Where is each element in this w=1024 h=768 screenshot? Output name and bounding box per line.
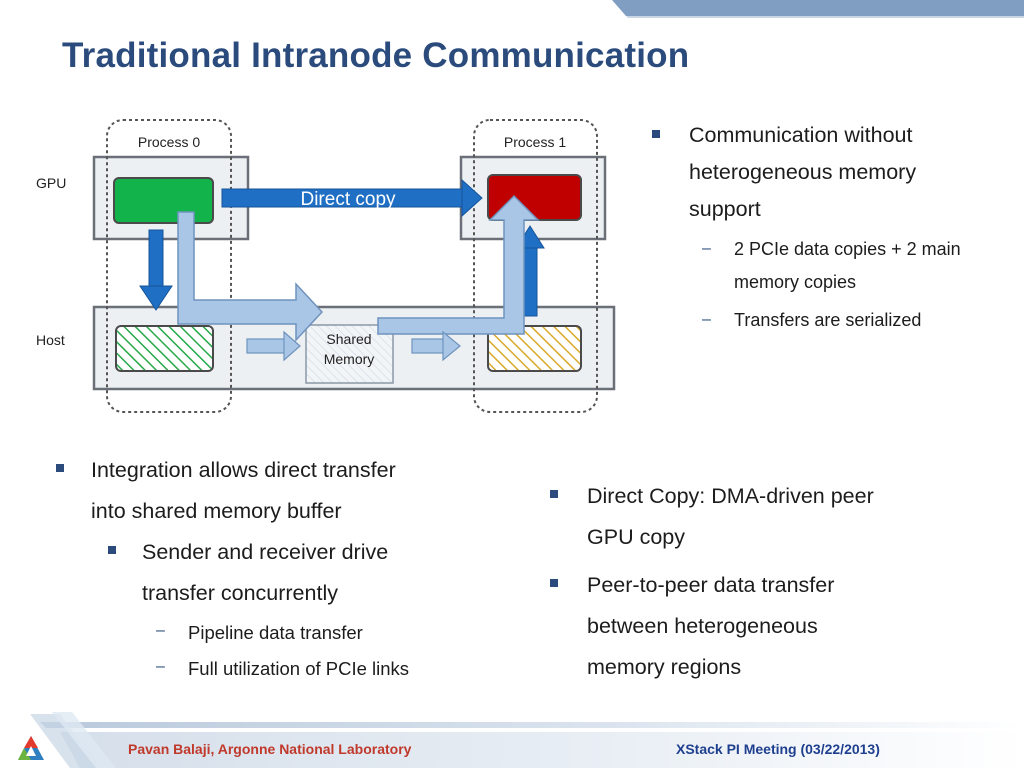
left-sub-bullet: transfer concurrently	[142, 581, 338, 605]
bullet-marker	[56, 464, 64, 472]
host-buffer-green	[115, 325, 214, 372]
dash-marker: –	[156, 658, 165, 675]
process-1-outline	[473, 119, 598, 413]
dash-marker: –	[702, 311, 711, 328]
host-arrow-left	[246, 330, 301, 362]
process-0-outline	[106, 119, 232, 413]
gpu-to-shared-arrow	[177, 211, 324, 342]
dash-marker: –	[156, 622, 165, 639]
footer-band	[30, 712, 1024, 768]
bullet-marker	[550, 579, 558, 587]
direct-copy-arrow	[221, 178, 483, 218]
right-bottom-bullet-line: GPU copy	[587, 525, 685, 549]
gpu-label: GPU	[36, 175, 66, 191]
host-arrow-right	[411, 330, 461, 362]
right-bullet-line: support	[689, 197, 761, 221]
right-bullet-line: Communication without	[689, 123, 913, 147]
host-label: Host	[36, 332, 65, 348]
right-bottom-bullet-line: Direct Copy: DMA-driven peer	[587, 484, 874, 508]
host-buffer-yellow	[487, 325, 582, 372]
right-sub-bullet: Transfers are serialized	[734, 310, 922, 330]
right-bullet-line: heterogeneous memory	[689, 160, 917, 184]
right-sub-bullet: 2 PCIe data copies + 2 main	[734, 239, 961, 259]
left-subsub-bullet: Full utilization of PCIe links	[188, 658, 410, 679]
argonne-logo-icon	[18, 736, 44, 760]
shared-to-gpu-arrow	[377, 194, 540, 335]
communication-diagram: Process 0 Process 1 GPU Host Direct copy…	[36, 119, 616, 413]
process-1-label: Process 1	[504, 134, 566, 150]
bullet-marker	[652, 130, 660, 138]
footer-event: XStack PI Meeting (03/22/2013)	[676, 741, 880, 757]
shared-memory-label-2: Memory	[324, 351, 375, 367]
right-bottom-bullet-line: memory regions	[587, 655, 742, 679]
page-title: Traditional Intranode Communication	[62, 36, 690, 75]
right-bottom-bullet-line: between heterogeneous	[587, 614, 818, 638]
footer-author: Pavan Balaji, Argonne National Laborator…	[128, 741, 412, 757]
right-sub-bullet: memory copies	[734, 272, 857, 292]
shared-memory-label-1: Shared	[326, 331, 371, 347]
top-banner	[612, 0, 1024, 18]
dash-marker: –	[702, 240, 711, 257]
left-bullet-line: into shared memory buffer	[91, 499, 342, 523]
process-0-label: Process 0	[138, 134, 200, 150]
left-subsub-bullet: Pipeline data transfer	[188, 622, 363, 643]
right-bottom-bullet-line: Peer-to-peer data transfer	[587, 573, 835, 597]
left-sub-bullet: Sender and receiver drive	[142, 540, 389, 564]
sub-bullet-marker	[108, 546, 116, 554]
left-bullet-line: Integration allows direct transfer	[91, 458, 396, 482]
direct-copy-label: Direct copy	[300, 189, 396, 210]
bullet-marker	[550, 490, 558, 498]
copy-down-arrow	[139, 229, 173, 311]
gpu-buffer-green	[113, 177, 214, 224]
